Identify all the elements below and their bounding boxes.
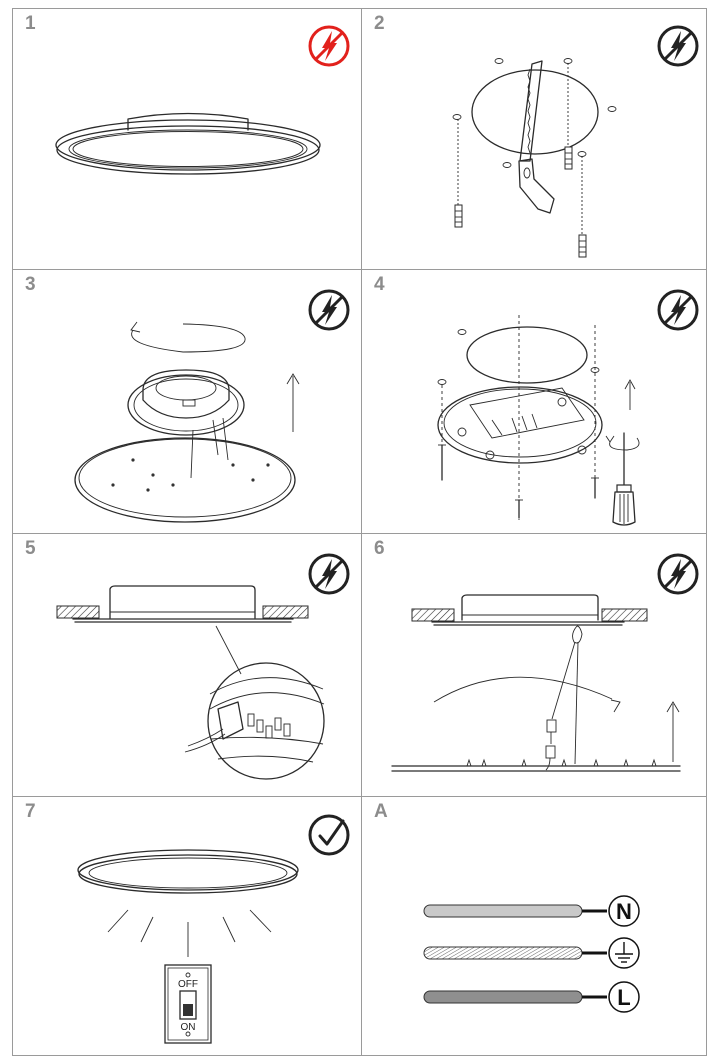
- lit-light-panel: [77, 849, 299, 894]
- step-3-illustration: [74, 289, 350, 523]
- ceiling-section: [56, 585, 309, 623]
- switch-on-label: ON: [181, 1022, 196, 1033]
- step-1-illustration: [55, 25, 350, 175]
- screws: [438, 444, 599, 519]
- light-panel-edge: [391, 758, 681, 772]
- wall-plug-screws: [454, 63, 587, 258]
- step-2-panel: 2: [361, 8, 707, 270]
- swing-arrow: [433, 676, 621, 713]
- lift-arrow: [286, 373, 300, 432]
- step-7-panel: 7 OFF: [12, 796, 362, 1056]
- step-number: 4: [374, 274, 385, 295]
- check-circle-icon: [308, 814, 350, 856]
- neutral-letter: N: [616, 899, 632, 924]
- rotation-arrow: [130, 321, 246, 353]
- step-6-illustration: [391, 553, 699, 772]
- step-1-panel: 1: [12, 8, 362, 270]
- power-off-warning-icon: [308, 25, 350, 67]
- step-number: 5: [25, 538, 36, 559]
- screwdriver-icon: [612, 432, 636, 526]
- step-number: A: [374, 801, 388, 822]
- ceiling-light-fixture: [55, 112, 321, 175]
- wall-switch: OFF ON: [164, 964, 212, 1044]
- wiring-legend-panel: A N: [361, 796, 707, 1056]
- live-letter: L: [617, 985, 630, 1010]
- step-2-illustration: [452, 25, 699, 258]
- power-off-icon: [657, 289, 699, 331]
- rotation-arrow: [605, 435, 640, 451]
- earth-wire: [423, 937, 640, 969]
- step-6-panel: 6: [361, 533, 707, 797]
- step-5-illustration: [56, 553, 350, 780]
- up-arrow: [666, 701, 680, 762]
- ceiling-section: [411, 594, 648, 626]
- step-3-panel: 3: [12, 269, 362, 534]
- safety-cable-and-connector: [545, 625, 583, 771]
- wiring-legend-illustration: N L: [423, 895, 640, 1013]
- neutral-wire: N: [423, 895, 640, 927]
- step-number: 7: [25, 801, 36, 822]
- saw-tool: [518, 60, 555, 214]
- switch-off-label: OFF: [178, 979, 198, 990]
- ceiling-cutout-drill-marks: [452, 58, 617, 168]
- step-number: 3: [25, 274, 36, 295]
- fixture-base-mounting: [74, 369, 296, 523]
- mounting-bracket-base: [437, 386, 603, 464]
- step-number: 1: [25, 13, 36, 34]
- power-off-icon: [308, 289, 350, 331]
- step-7-illustration: OFF ON: [77, 814, 350, 1044]
- power-off-icon: [657, 25, 699, 67]
- ceiling-cutout: [437, 315, 600, 520]
- step-4-illustration: [437, 289, 699, 526]
- step-5-panel: 5: [12, 533, 362, 797]
- light-rays: [107, 909, 272, 957]
- step-4-panel: 4: [361, 269, 707, 534]
- up-arrow: [624, 379, 636, 410]
- live-wire: L: [423, 981, 640, 1013]
- power-off-icon: [657, 553, 699, 595]
- step-number: 6: [374, 538, 385, 559]
- wiring-detail-magnifier: [184, 625, 325, 780]
- ground-symbol-icon: [615, 942, 633, 963]
- power-off-icon: [308, 553, 350, 595]
- step-number: 2: [374, 13, 385, 34]
